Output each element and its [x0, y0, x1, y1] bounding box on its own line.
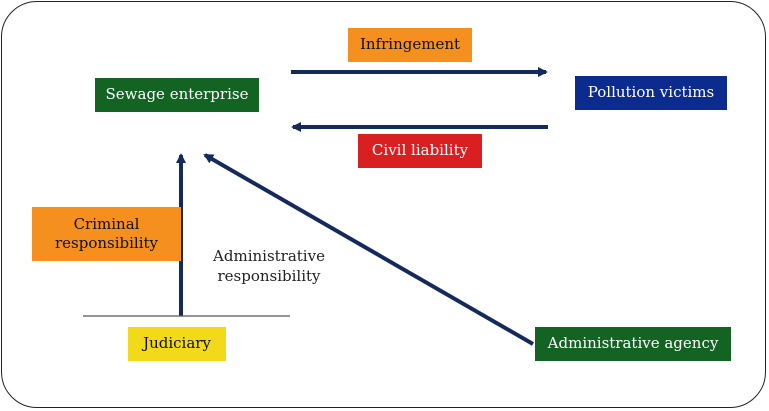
sewage-enterprise-node: Sewage enterprise — [95, 78, 259, 112]
pollution-victims-node: Pollution victims — [575, 76, 727, 110]
civil-liability-label: Civil liability — [358, 134, 482, 168]
administrative-arrow — [203, 153, 534, 346]
administrative-agency-node: Administrative agency — [535, 327, 731, 361]
judiciary-node: Judiciary — [128, 327, 226, 361]
administrative-responsibility-label: Administrative responsibility — [213, 247, 325, 286]
criminal-responsibility-label: Criminal responsibility — [32, 207, 181, 261]
infringement-label: Infringement — [348, 28, 472, 62]
